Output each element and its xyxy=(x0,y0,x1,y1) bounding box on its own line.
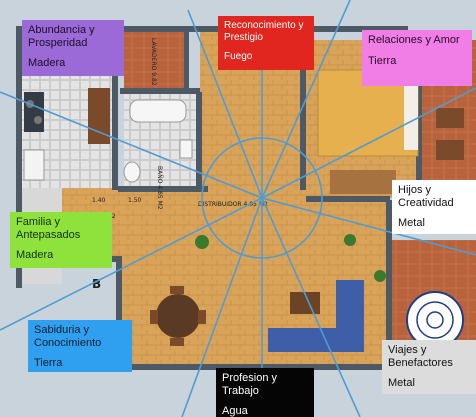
fridge xyxy=(23,149,45,181)
entrance-letter: B xyxy=(92,277,101,291)
bagua-area-career: Profesion y Trabajo Agua xyxy=(216,368,314,417)
area-name: Abundancia y Prosperidad xyxy=(28,24,95,49)
bagua-area-recognition: Reconocimiento y Prestigio Fuego xyxy=(218,16,314,70)
bagua-area-wisdom: Sabiduria y Conocimiento Tierra xyxy=(28,320,132,372)
area-name: Viajes y Benefactores xyxy=(388,344,453,369)
area-name: Profesion y Trabajo xyxy=(222,372,278,397)
element-name: Metal xyxy=(398,217,425,230)
lounger xyxy=(436,108,464,128)
element-name: Madera xyxy=(28,57,66,70)
laundry-floor xyxy=(124,30,184,92)
dresser xyxy=(330,170,396,194)
toilet xyxy=(123,161,141,183)
area-name: Sabiduria y Conocimiento xyxy=(34,324,102,349)
bagua-area-relations: Relaciones y Amor Tierra xyxy=(362,30,472,86)
lounger xyxy=(436,140,464,160)
bath-label: BAÑO 4.65 M2 xyxy=(156,166,163,210)
element-name: Fuego xyxy=(224,51,253,62)
element-name: Tierra xyxy=(368,54,397,67)
bagua-area-travel: Viajes y Benefactores Metal xyxy=(382,340,476,394)
plant xyxy=(344,234,356,246)
area-name: Relaciones y Amor xyxy=(368,34,460,46)
burner xyxy=(34,116,42,124)
plant xyxy=(374,270,386,282)
element-name: Tierra xyxy=(34,357,63,370)
sink xyxy=(179,139,193,159)
sofa-side xyxy=(336,280,364,340)
area-name: Familia y Antepasados xyxy=(16,216,81,241)
element-name: Metal xyxy=(388,377,415,390)
dimension-label: 1.40 xyxy=(92,197,106,204)
element-name: Madera xyxy=(16,249,54,262)
stove xyxy=(24,92,44,132)
hall-label: DISTRIBUIDOR 4.05 M2 xyxy=(198,201,268,208)
area-name: Reconocimiento y Prestigio xyxy=(224,20,304,43)
dimension-label: 1.50 xyxy=(128,197,142,204)
element-name: Agua xyxy=(222,405,248,417)
dining-table xyxy=(156,294,200,338)
plant xyxy=(195,235,209,249)
bagua-area-children: Hijos y Creatividad Metal xyxy=(392,180,476,234)
area-name: Hijos y Creatividad xyxy=(398,184,454,209)
dining-chairs xyxy=(150,286,206,346)
pillows xyxy=(404,76,418,150)
bagua-area-family: Familia y Antepasados Madera xyxy=(10,212,112,268)
coffee-table xyxy=(290,292,320,314)
laundry-label: LAVADERO 9.82 xyxy=(150,38,157,86)
bathtub xyxy=(129,99,187,123)
bagua-area-abundance: Abundancia y Prosperidad Madera xyxy=(22,20,124,76)
